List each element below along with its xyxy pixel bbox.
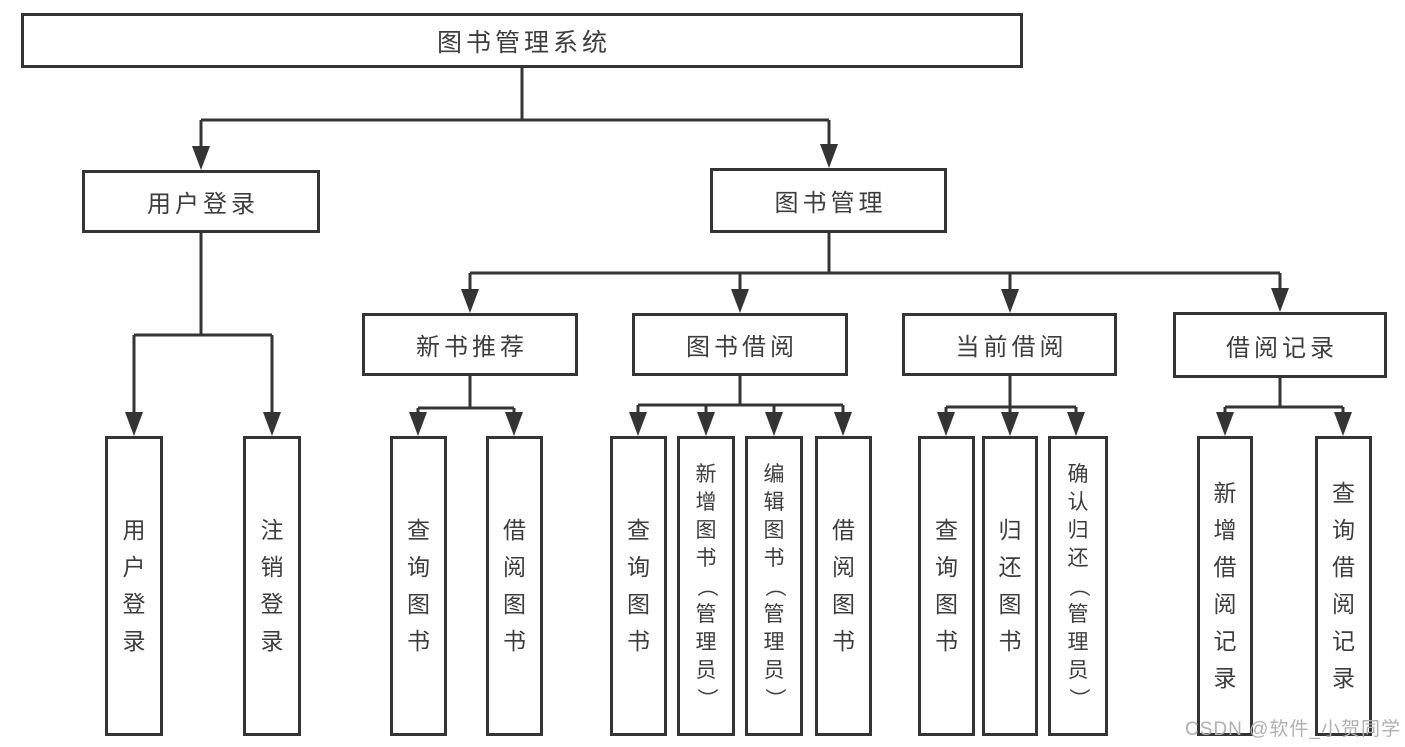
node-label: 图书借阅 (686, 334, 798, 361)
leaf-label: 查询借阅记录 (1332, 480, 1355, 691)
leaf-label: 查询图书 (935, 517, 958, 654)
node-label: 图书管理 (774, 190, 887, 217)
node-book-borrowing: 图书借阅 (632, 313, 848, 376)
connector-arrowheads (125, 144, 1352, 436)
leaf-label: 确认归还（管理员） (1066, 462, 1090, 709)
node-label: 用户登录 (147, 191, 259, 218)
leaf-borrow-books-recommend: 借阅图书 (486, 436, 543, 736)
node-user-login: 用户登录 (82, 170, 320, 233)
leaf-edit-books-admin: 编辑图书（管理员） (745, 436, 803, 736)
leaf-query-books-recommend: 查询图书 (390, 436, 447, 736)
csdn-watermark: CSDN @软件_小贺同学 (1185, 719, 1401, 740)
leaf-label: 借阅图书 (832, 517, 855, 654)
node-book-management: 图书管理 (710, 168, 947, 233)
leaf-label: 借阅图书 (503, 517, 526, 654)
leaf-logout: 注销登录 (243, 436, 301, 736)
leaf-label: 新增借阅记录 (1213, 480, 1237, 691)
leaf-return-books: 归还图书 (982, 436, 1038, 736)
leaf-label: 归还图书 (998, 517, 1022, 654)
leaf-label: 注销登录 (260, 517, 284, 654)
leaf-user-login: 用户登录 (105, 436, 163, 736)
node-label: 借阅记录 (1226, 334, 1338, 362)
node-library-management-system: 图书管理系统 (21, 13, 1023, 68)
node-label: 新书推荐 (416, 334, 528, 361)
node-current-borrowing: 当前借阅 (902, 313, 1117, 376)
node-label: 图书管理系统 (436, 28, 611, 57)
node-borrowing-records: 借阅记录 (1173, 312, 1387, 378)
node-label: 当前借阅 (955, 334, 1068, 361)
leaf-query-books-current: 查询图书 (918, 436, 975, 736)
leaf-label: 编辑图书（管理员） (762, 462, 786, 709)
leaf-add-borrow-record: 新增借阅记录 (1197, 436, 1253, 736)
leaf-query-borrow-record: 查询借阅记录 (1315, 436, 1372, 736)
leaf-label: 查询图书 (627, 517, 650, 654)
leaf-label: 查询图书 (407, 517, 430, 654)
leaf-confirm-return-admin: 确认归还（管理员） (1048, 436, 1108, 736)
leaf-borrow-books: 借阅图书 (815, 436, 872, 736)
leaf-query-books-borrowing: 查询图书 (610, 436, 667, 736)
leaf-add-books-admin: 新增图书（管理员） (677, 436, 735, 736)
node-new-book-recommend: 新书推荐 (362, 313, 578, 376)
leaf-label: 新增图书（管理员） (694, 462, 718, 709)
leaf-label: 用户登录 (122, 517, 146, 654)
